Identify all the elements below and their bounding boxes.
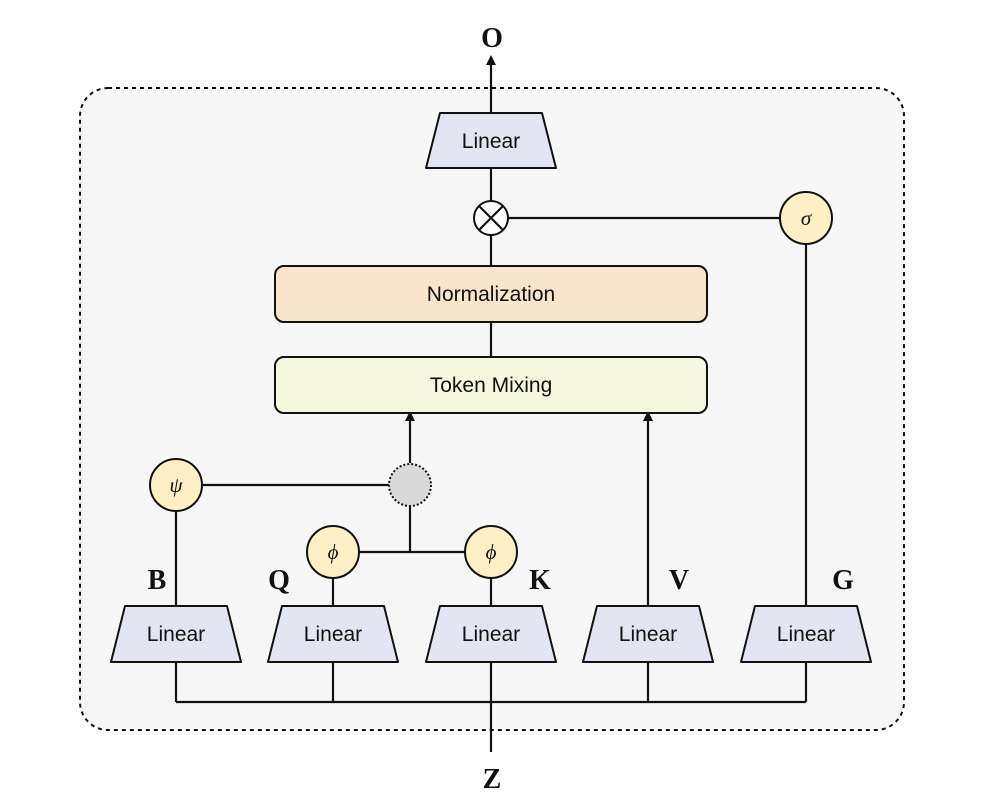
normalization-block: Normalization	[274, 265, 708, 323]
linear-k-block: Linear	[425, 605, 557, 663]
linear-g-label: Linear	[777, 623, 835, 646]
phi-k-circle	[464, 525, 518, 579]
linear-v-label: Linear	[619, 623, 677, 646]
phi-k-label: ϕ	[486, 540, 497, 564]
linear-q-shape	[267, 605, 399, 663]
psi-activation-node: ψ	[149, 458, 203, 512]
linear-k-label: Linear	[462, 623, 520, 646]
normalization-shape	[274, 265, 708, 323]
port-label-v: V	[669, 565, 689, 596]
linear-b-label: Linear	[147, 623, 205, 646]
sigma-label: σ	[801, 206, 813, 230]
linear-g-shape	[740, 605, 872, 663]
linear-q-block: Linear	[267, 605, 399, 663]
psi-circle	[149, 458, 203, 512]
psi-label: ψ	[169, 473, 183, 497]
port-label-g: G	[832, 565, 854, 596]
multiply-gate-node	[473, 200, 509, 236]
linear-v-shape	[582, 605, 714, 663]
port-label-q: Q	[268, 565, 290, 596]
token-mixing-shape	[274, 356, 708, 414]
linear-v-block: Linear	[582, 605, 714, 663]
port-label-b: B	[148, 565, 167, 596]
linear-b-block: Linear	[110, 605, 242, 663]
phi-q-label: ϕ	[328, 540, 339, 564]
sigma-circle	[779, 191, 833, 245]
phi-k-node: ϕ	[464, 525, 518, 579]
token-mixing-block: Token Mixing	[274, 356, 708, 414]
phi-q-node: ϕ	[306, 525, 360, 579]
port-label-k: K	[529, 565, 551, 596]
input-label: Z	[483, 764, 502, 795]
linear-k-shape	[425, 605, 557, 663]
multiply-cross-b	[478, 205, 504, 231]
output-linear-block: Linear	[425, 112, 557, 169]
linear-q-label: Linear	[304, 623, 362, 646]
output-label: O	[481, 23, 503, 54]
output-linear-shape	[425, 112, 557, 169]
linear-g-block: Linear	[740, 605, 872, 663]
token-mixing-label: Token Mixing	[430, 374, 553, 397]
combine-node	[388, 463, 432, 507]
output-linear-label: Linear	[462, 130, 520, 153]
phi-q-circle	[306, 525, 360, 579]
sigma-activation-node: σ	[779, 191, 833, 245]
linear-b-shape	[110, 605, 242, 663]
normalization-label: Normalization	[427, 283, 555, 306]
